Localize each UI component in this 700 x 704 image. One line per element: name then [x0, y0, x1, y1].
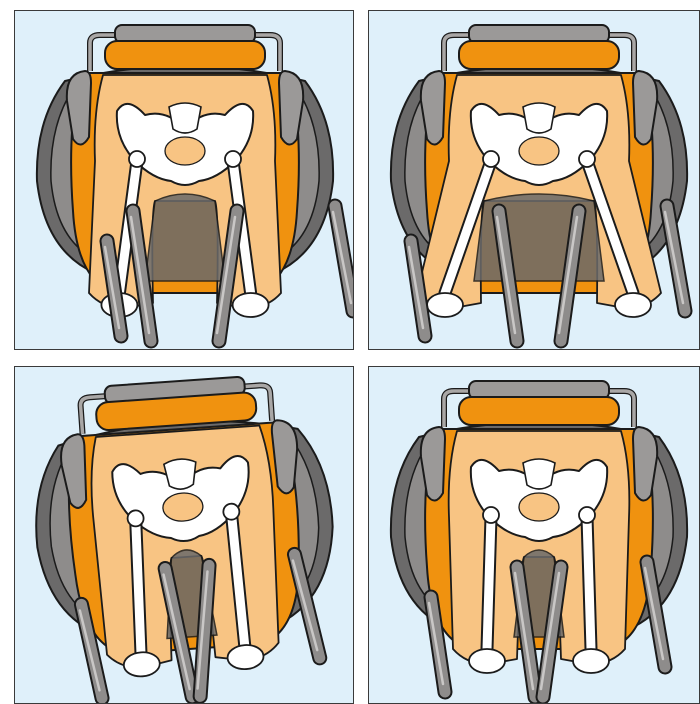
- seat-assembly: [391, 381, 687, 697]
- knee-left: [427, 293, 463, 317]
- knee-right: [573, 649, 609, 673]
- femoral-head-right: [225, 151, 241, 167]
- diagram-panel-bottom-left: [14, 366, 354, 704]
- knee-left: [469, 649, 505, 673]
- femoral-head-right: [579, 507, 595, 523]
- sacrum: [164, 458, 198, 490]
- femoral-head-left: [483, 151, 499, 167]
- sacrum: [523, 103, 555, 133]
- seat-diagram-top-right: [369, 11, 700, 350]
- femoral-head-left: [483, 507, 499, 523]
- diagram-panel-top-left: [14, 10, 354, 350]
- seat-gap: [145, 194, 225, 281]
- orange-back-band: [459, 41, 619, 69]
- orange-back-band: [105, 41, 265, 69]
- sacrum: [523, 459, 555, 489]
- seat-diagram-bottom-left: [15, 367, 354, 704]
- femur-right: [587, 517, 591, 649]
- seat-assembly: [37, 25, 353, 341]
- orange-back-band: [459, 397, 619, 425]
- femoral-head-left: [127, 510, 144, 527]
- knee-right: [615, 293, 651, 317]
- femur-left: [487, 517, 491, 649]
- femoral-head-right: [223, 503, 240, 520]
- pelvic-inlet: [519, 493, 559, 521]
- diagram-panel-bottom-right: [368, 366, 700, 704]
- seat-diagram-bottom-right: [369, 367, 700, 704]
- knee-right: [233, 293, 269, 317]
- seat-assembly: [26, 371, 344, 704]
- diagram-panel-top-right: [368, 10, 700, 350]
- sacrum: [169, 103, 201, 133]
- seat-diagram-top-left: [15, 11, 354, 350]
- pelvic-inlet: [519, 137, 559, 165]
- femoral-head-left: [129, 151, 145, 167]
- seat-assembly: [391, 25, 687, 341]
- femoral-head-right: [579, 151, 595, 167]
- pelvic-inlet: [165, 137, 205, 165]
